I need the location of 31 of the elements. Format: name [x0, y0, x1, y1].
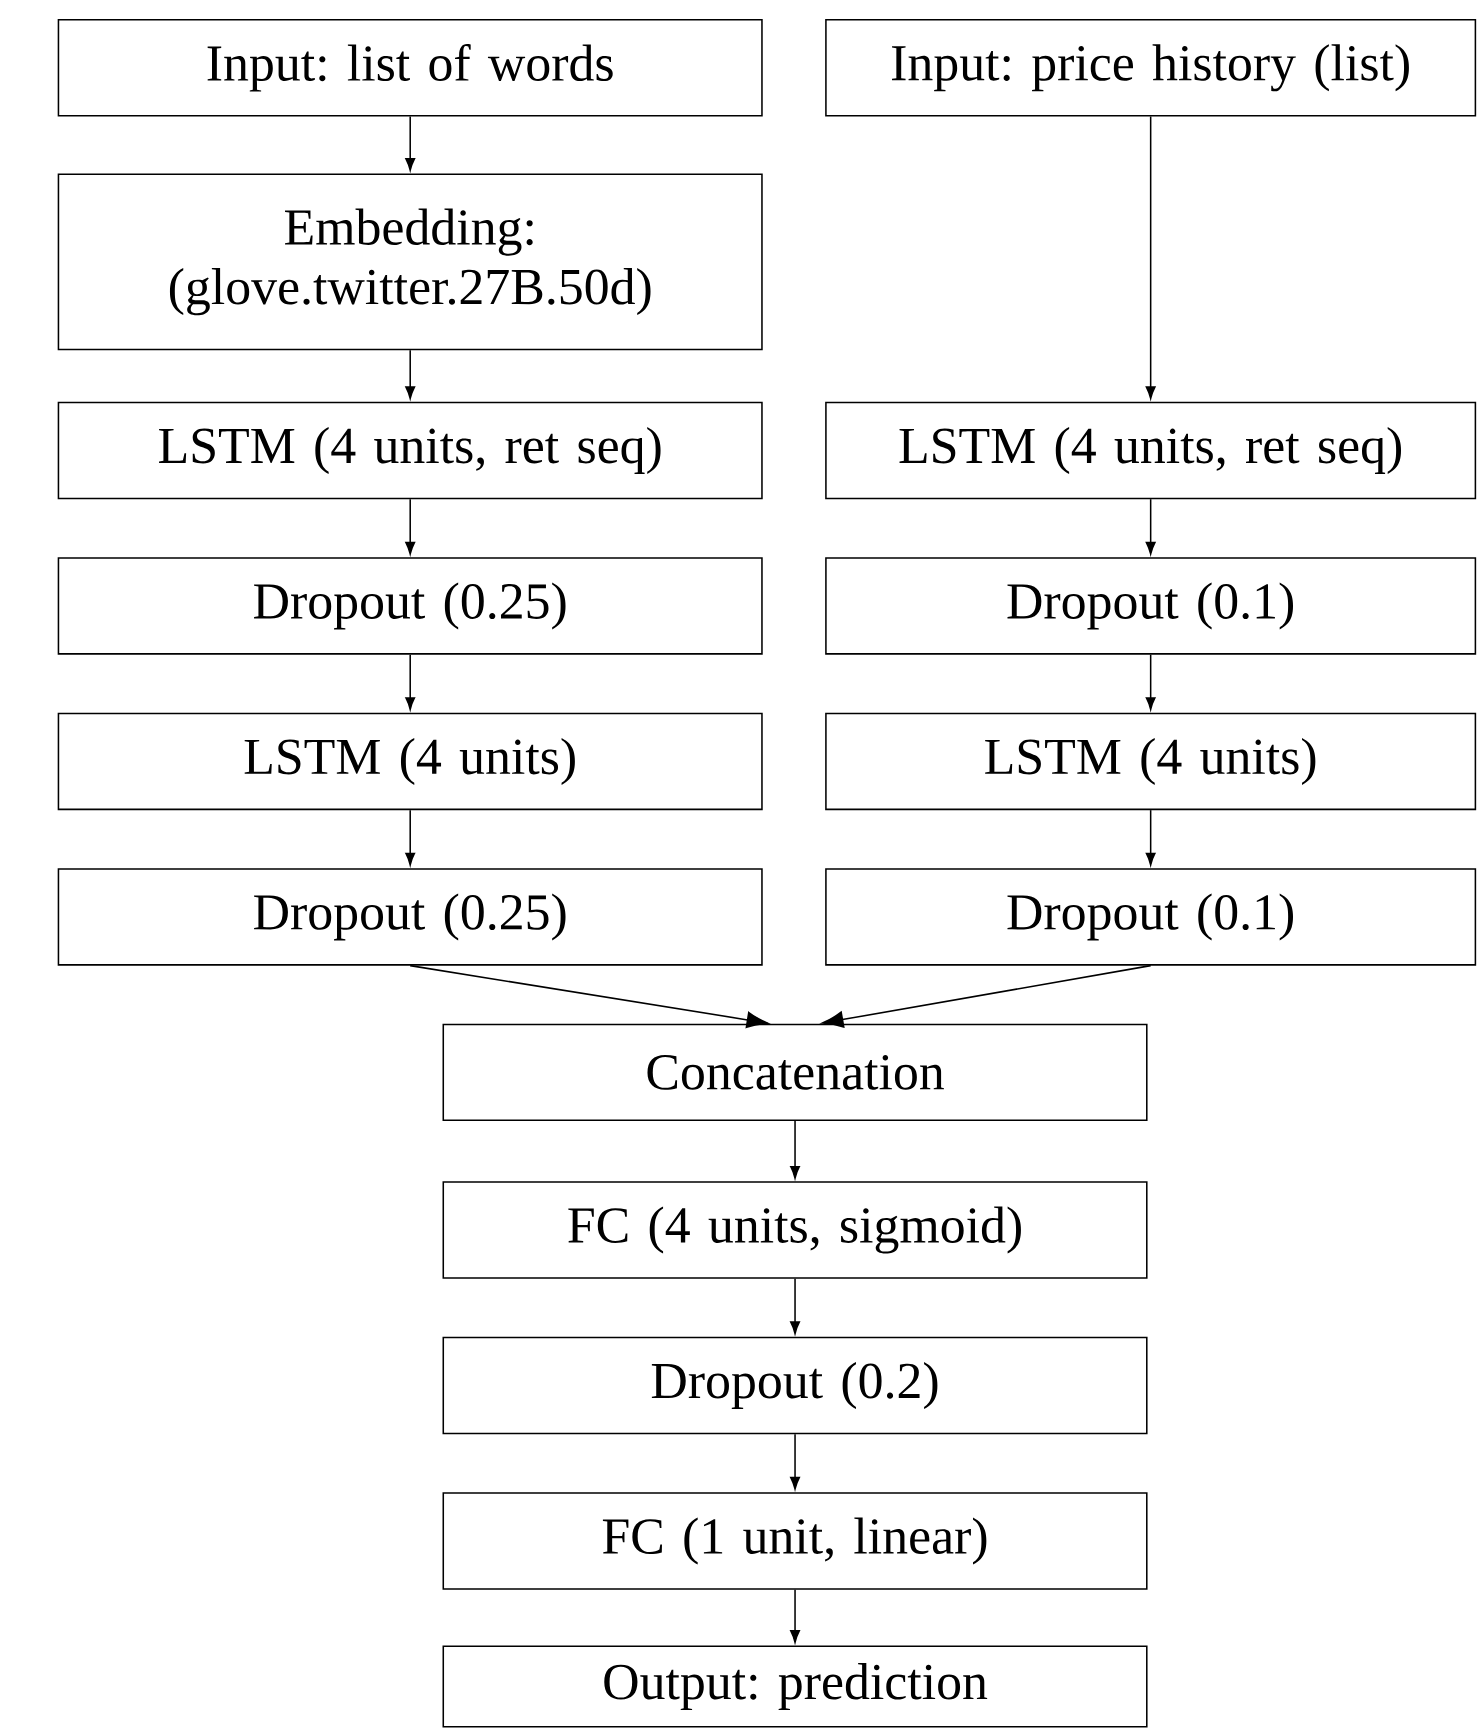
arrow — [821, 964, 1152, 1028]
arrow — [405, 809, 416, 866]
layer-box: FC (4 units, sigmoid) — [442, 1181, 1148, 1279]
layer-box: Input: list of words — [57, 19, 763, 117]
layer-box: Dropout (0.1) — [825, 868, 1477, 966]
layer-box: LSTM (4 units, ret seq) — [825, 401, 1477, 500]
layer-box: Dropout (0.25) — [57, 557, 763, 655]
arrow — [1145, 653, 1156, 711]
layer-box: Output: prediction — [442, 1645, 1148, 1728]
layer-box: Dropout (0.2) — [442, 1336, 1148, 1435]
arrow — [790, 1433, 801, 1490]
arrow — [405, 653, 416, 711]
arrow — [409, 964, 769, 1029]
layer-box: Dropout (0.1) — [825, 557, 1477, 655]
layer-box: Input: price history (list) — [825, 19, 1477, 117]
layer-box: Dropout (0.25) — [57, 868, 763, 966]
arrow — [1145, 115, 1156, 400]
arrow — [405, 115, 416, 171]
layer-box: Concatenation — [442, 1023, 1148, 1122]
arrow — [790, 1278, 801, 1335]
layer-box: LSTM (4 units) — [825, 712, 1477, 811]
arrow — [1145, 809, 1156, 866]
arrow — [790, 1120, 801, 1179]
layer-box: Embedding: (glove.twitter.27B.50d) — [57, 173, 763, 351]
layer-box: FC (1 unit, linear) — [442, 1492, 1148, 1590]
arrow — [1145, 498, 1156, 555]
layer-box: LSTM (4 units, ret seq) — [57, 401, 763, 500]
layer-box: LSTM (4 units) — [57, 712, 763, 811]
arrow — [405, 498, 416, 555]
arrow — [790, 1589, 801, 1643]
arrow — [405, 349, 416, 400]
